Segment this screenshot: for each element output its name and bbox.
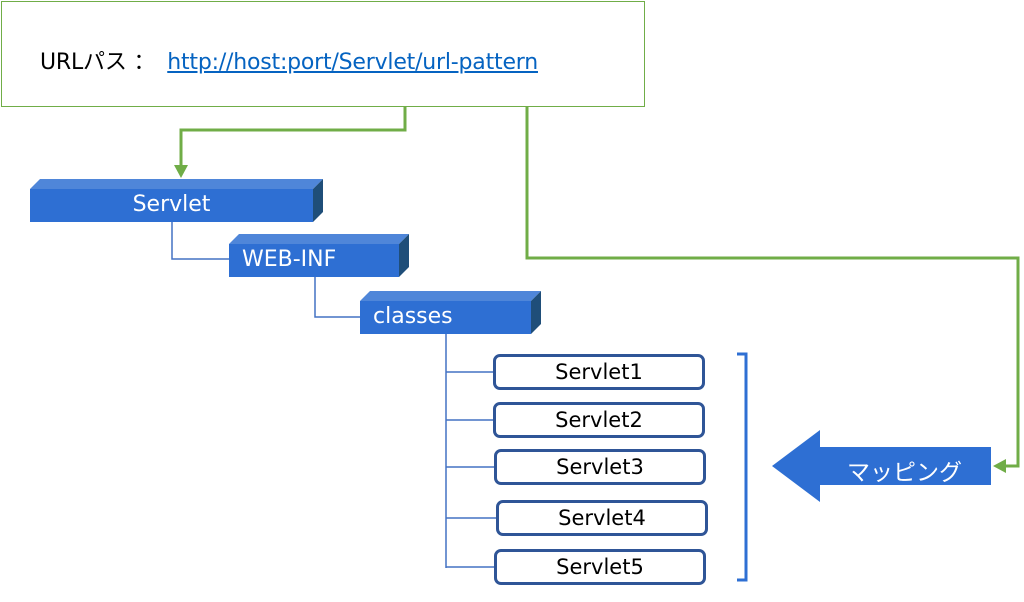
servlet4-box: Servlet4 bbox=[496, 500, 708, 536]
web-inf-folder-label: WEB-INF bbox=[242, 247, 337, 272]
tree-connector-servlet-webinf bbox=[171, 222, 229, 260]
mapping-arrow-shape bbox=[772, 430, 991, 502]
servlet3-box: Servlet3 bbox=[494, 449, 706, 485]
web-inf-folder-block bbox=[229, 234, 409, 277]
url-path-text: URLパス ： http://host:port/Servlet/url-patt… bbox=[40, 44, 538, 76]
servlet-folder-label: Servlet bbox=[132, 192, 211, 217]
mapping-label: マッピング bbox=[847, 460, 962, 486]
mapping-arrow-head bbox=[993, 459, 1006, 473]
mapping-arrow-line bbox=[525, 84, 1020, 468]
classes-folder-label: classes bbox=[373, 304, 453, 329]
url-path-panel: URLパス ： http://host:port/Servlet/url-patt… bbox=[1, 1, 645, 107]
servlet-group-bracket bbox=[737, 352, 748, 582]
servlet-folder-block bbox=[30, 179, 323, 222]
servlet5-box: Servlet5 bbox=[494, 549, 706, 585]
servlet2-box: Servlet2 bbox=[493, 402, 705, 438]
context-arrow-head bbox=[174, 165, 188, 178]
tree-connector-webinf-classes bbox=[314, 277, 360, 318]
url-path-label: URLパス ： bbox=[40, 50, 156, 75]
classes-folder-block bbox=[360, 291, 541, 334]
context-arrow-line bbox=[179, 84, 407, 168]
servlet1-box: Servlet1 bbox=[493, 354, 705, 390]
url-link[interactable]: http://host:port/Servlet/url-pattern bbox=[167, 50, 538, 75]
